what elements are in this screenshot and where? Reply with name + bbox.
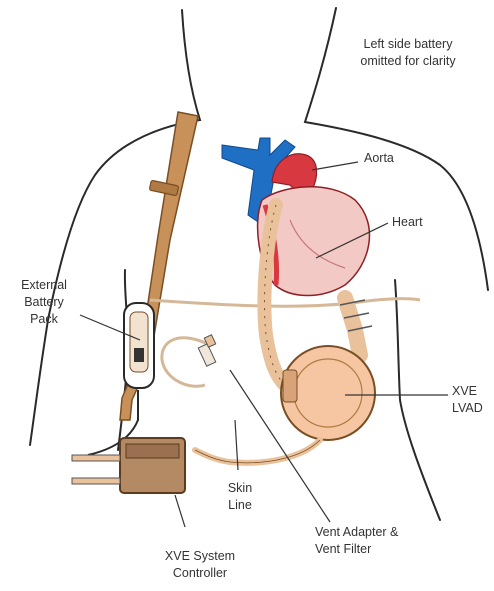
body-outline <box>30 8 488 520</box>
drive-line <box>195 440 320 463</box>
lvad-pump-icon <box>281 346 375 440</box>
vent-label: Vent Adapter & Vent Filter <box>315 524 398 558</box>
skin-line-label: Skin Line <box>210 480 270 514</box>
vent-line <box>162 338 210 386</box>
controller-label: XVE System Controller <box>150 548 250 582</box>
battery-pack-icon <box>124 303 154 388</box>
battery-label: External Battery Pack <box>6 277 82 328</box>
lvad-label: XVE LVAD <box>452 383 483 417</box>
heart-label: Heart <box>392 214 423 231</box>
inflow-cannula <box>345 298 360 355</box>
aorta-label: Aorta <box>364 150 394 167</box>
note-text: Left side battery omitted for clarity <box>338 36 478 70</box>
chest-line <box>150 299 420 307</box>
controller-box-icon <box>72 438 185 493</box>
